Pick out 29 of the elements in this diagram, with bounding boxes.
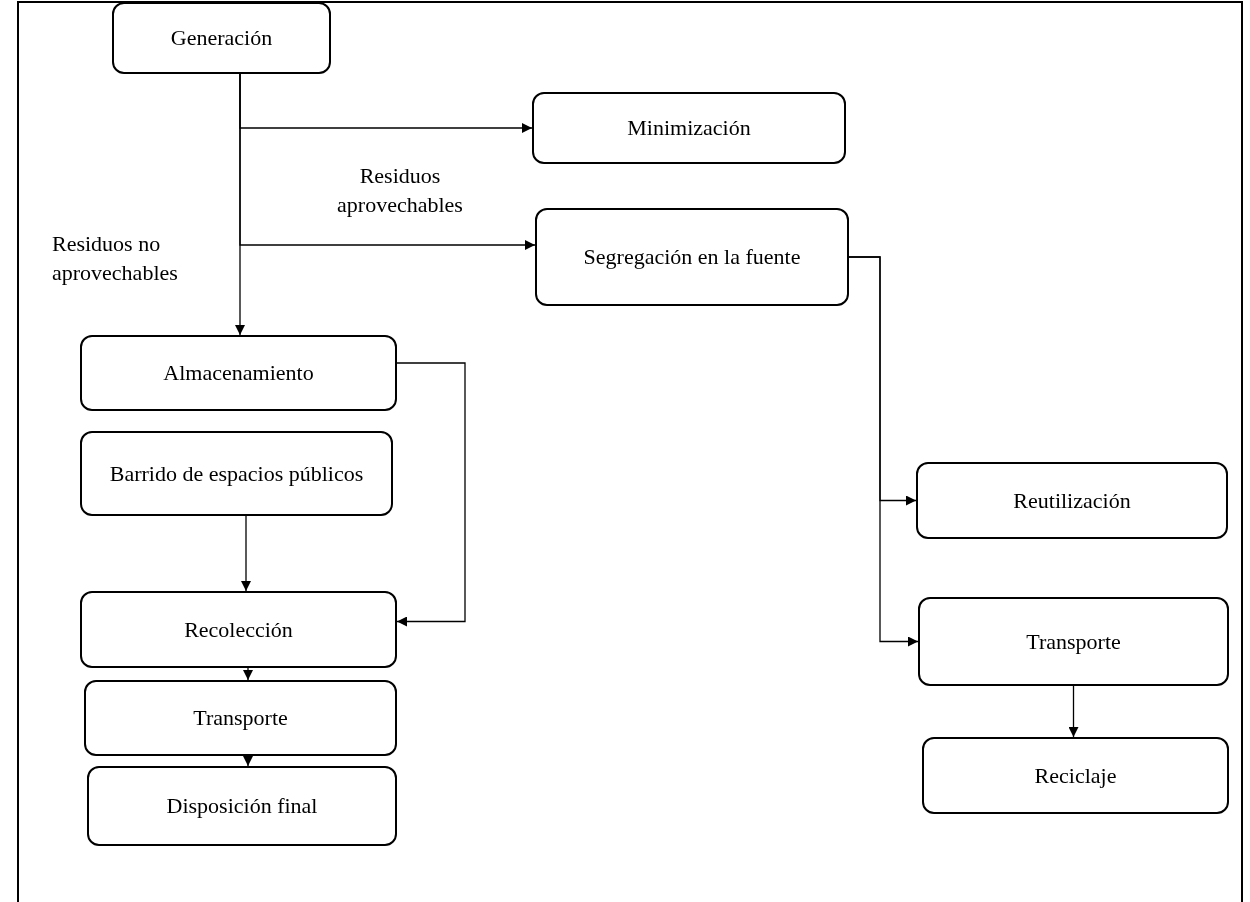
process-box	[112, 2, 331, 74]
process-box	[532, 92, 846, 164]
node-label: Disposición final	[166, 793, 318, 819]
process-box	[80, 591, 397, 668]
arrow	[243, 755, 253, 767]
process-box	[535, 208, 849, 306]
arrow	[848, 256, 919, 647]
node-label: Reutilización	[1013, 487, 1131, 514]
process-box	[80, 431, 393, 516]
process-box	[87, 766, 397, 846]
node-label: Transporte	[193, 705, 288, 731]
node-label: Reciclaje	[1034, 762, 1117, 789]
arrow	[396, 362, 466, 627]
node-label: Generación	[170, 25, 273, 51]
arrow	[1068, 685, 1079, 738]
node-label: Almacenamiento	[163, 360, 314, 386]
node-label: Transporte	[1026, 628, 1121, 655]
arrow	[243, 667, 253, 681]
process-box	[918, 597, 1229, 686]
node-label: Segregación en la fuente	[583, 244, 801, 270]
node-label: Minimización	[627, 115, 751, 141]
process-box	[922, 737, 1229, 814]
process-box	[916, 462, 1228, 539]
process-box	[84, 680, 397, 756]
process-box	[80, 335, 397, 411]
arrow	[241, 515, 251, 592]
arrow	[235, 73, 245, 336]
node-label: Recolección	[184, 616, 293, 643]
node-label: Barrido de espacios públicos	[109, 460, 364, 487]
